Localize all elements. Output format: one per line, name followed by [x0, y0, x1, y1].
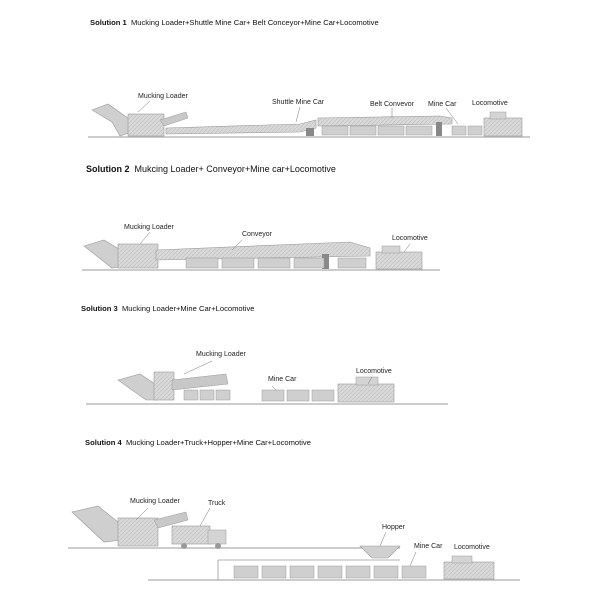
solution-1-label-belt-conveyor: Belt Convevor	[370, 101, 414, 108]
leader-line	[409, 551, 417, 567]
solution-4-label-locomotive: Locomotive	[454, 544, 490, 551]
solution-1-mine-cars	[451, 125, 483, 136]
solution-4-mine-cars	[233, 565, 427, 579]
solution-3-label-locomotive: Locomotive	[356, 368, 392, 375]
leader-line	[271, 385, 277, 391]
solution-2-conveyor	[155, 241, 371, 269]
solution-2-mucking-loader	[83, 239, 159, 269]
solution-4-label-mine-car: Mine Car	[414, 543, 443, 550]
solution-1-title: Solution 1 Mucking Loader+Shuttle Mine C…	[90, 18, 379, 27]
leader-line	[183, 360, 213, 375]
leader-line	[445, 107, 459, 125]
solution-2-drawing	[82, 231, 440, 271]
solution-1-label-locomotive: Locomotive	[472, 100, 508, 107]
solution-1-description: Mucking Loader+Shuttle Mine Car+ Belt Co…	[130, 18, 379, 27]
solution-3-label-mucking-loader: Mucking Loader	[196, 351, 246, 358]
solution-4-drawing	[68, 505, 520, 581]
leader-line	[137, 100, 151, 113]
leader-line	[135, 507, 149, 521]
solution-1-drawing	[88, 100, 530, 138]
solution-3-title: Solution 3 Mucking Loader+Mine Car+Locom…	[81, 304, 254, 313]
solution-2-locomotive	[375, 245, 423, 270]
leader-line	[231, 239, 243, 251]
solution-4-description: Mucking Loader+Truck+Hopper+Mine Car+Loc…	[125, 438, 311, 447]
solution-4-mucking-loader	[71, 505, 189, 547]
solution-1-mucking-loader	[91, 103, 189, 137]
leader-line	[379, 531, 387, 547]
solution-2-number: Solution 2	[86, 164, 130, 174]
solution-3-mine-cars	[261, 389, 335, 402]
solution-2-label-locomotive: Locomotive	[392, 235, 428, 242]
solution-4-locomotive	[443, 555, 495, 580]
solution-2-label-mucking-loader: Mucking Loader	[124, 224, 174, 231]
solution-4-truck	[171, 525, 227, 549]
solution-1-label-mucking-loader: Mucking Loader	[138, 93, 188, 100]
solution-2-description: Mukcing Loader+ Conveyor+Mine car+Locomo…	[134, 164, 336, 174]
leader-line	[295, 106, 301, 123]
solution-3-mucking-loader	[117, 371, 231, 401]
solution-1-belt-conveyor	[317, 115, 453, 136]
solution-3-description: Mucking Loader+Mine Car+Locomotive	[121, 304, 255, 313]
solution-3-drawing	[86, 360, 448, 405]
solution-1-shuttle-mine-car	[165, 119, 317, 136]
leader-line	[403, 243, 411, 253]
solution-3-label-mine-car: Mine Car	[268, 376, 297, 383]
solution-4-title: Solution 4 Mucking Loader+Truck+Hopper+M…	[85, 438, 311, 447]
leader-line	[367, 376, 373, 385]
solution-1-number: Solution 1	[90, 18, 127, 27]
solution-4-hopper	[359, 545, 401, 559]
solution-3-number: Solution 3	[81, 304, 118, 313]
leader-line	[199, 507, 211, 527]
solution-4-label-hopper: Hopper	[382, 524, 405, 531]
solution-4-label-mucking-loader: Mucking Loader	[130, 498, 180, 505]
solution-2-label-conveyor: Conveyor	[242, 231, 272, 238]
leader-line	[139, 231, 151, 245]
solution-3-locomotive	[337, 376, 395, 403]
solution-4-number: Solution 4	[85, 438, 122, 447]
solution-2-title: Solution 2 Mukcing Loader+ Conveyor+Mine…	[86, 164, 336, 174]
solution-1-label-mine-car: Mine Car	[428, 101, 457, 108]
solution-1-locomotive	[483, 111, 523, 137]
solution-4-label-truck: Truck	[208, 500, 226, 507]
solution-1-label-shuttle-mine-car: Shuttle Mine Car	[272, 99, 325, 106]
